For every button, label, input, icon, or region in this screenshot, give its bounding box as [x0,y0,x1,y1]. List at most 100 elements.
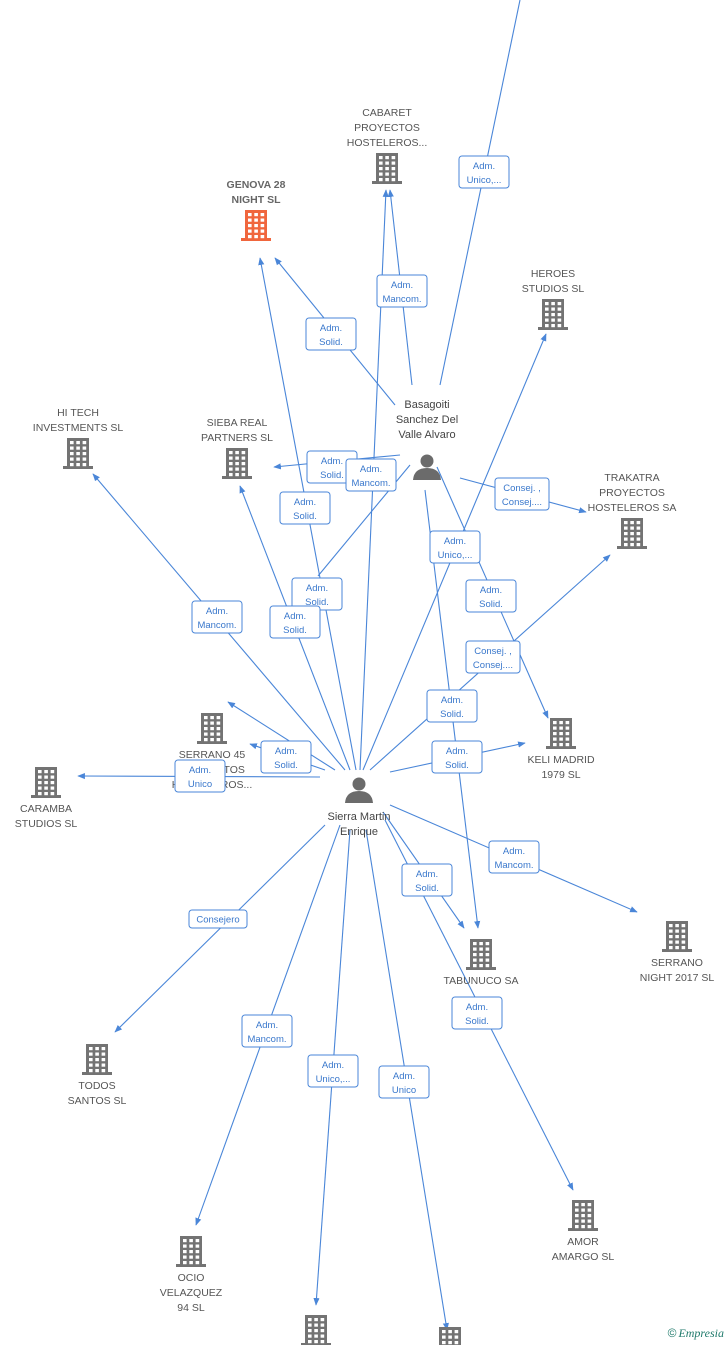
relation-label[interactable]: Adm. Mancom. [376,274,428,308]
relation-label[interactable]: Adm.Solid. [465,579,517,613]
relation-label-text: Adm. [321,456,343,467]
relation-label[interactable]: Adm.Unico [378,1065,430,1099]
relation-label[interactable]: Adm.Mancom. [191,600,243,634]
person-name: Basagoiti [404,399,449,411]
relation-label-text: Unico,... [316,1074,351,1085]
company-node-keli[interactable]: KELI MADRID 1979 SL [527,718,595,781]
relation-label-text: Adm. [503,846,525,857]
person-name: Enrique [340,826,378,838]
relation-label-text: Mancom. [494,860,533,871]
relation-label-text: Adm. [360,464,382,475]
company-name: OCIO [178,1272,205,1284]
company-name: 1979 SL [541,769,580,781]
relation-label[interactable]: Adm.Solid. [269,605,321,639]
building-icon [466,939,496,970]
relation-label[interactable]: Adm. Mancom. [345,458,397,492]
relation-label-text: Solid. [320,470,344,481]
company-name: GENOVA 28 [227,179,286,191]
company-name: NIGHT SL [232,194,282,206]
relation-label-text: Unico,... [467,175,502,186]
relation-label[interactable]: Adm.Solid. [291,577,343,611]
relation-label[interactable]: Adm. Mancom. [488,840,540,874]
relation-label-text: Adm. [466,1002,488,1013]
relation-label-text: Solid. [445,760,469,771]
relation-label[interactable]: Adm. Solid. [305,317,357,351]
company-node-heroes[interactable]: HEROES STUDIOS SL [522,268,585,330]
company-name: SANTOS SL [68,1095,127,1107]
relation-label-text: Consej. , [503,483,541,494]
relation-edge [439,0,521,386]
relation-label-text: Adm. [275,746,297,757]
building-icon [82,1044,112,1075]
brand-name: Empresia [678,1326,724,1340]
building-icon [568,1200,598,1231]
relation-label-text: Adm. [393,1071,415,1082]
company-node-bottom2[interactable] [435,1327,465,1350]
relation-label-text: Solid. [479,599,503,610]
relation-label[interactable]: Adm. Unico,... [458,155,510,189]
relation-label[interactable]: Adm.Solid. [260,740,312,774]
relation-edge [227,701,336,771]
relation-label-text: Adm. [322,1060,344,1071]
relation-label-text: Mancom. [382,294,421,305]
relation-label-text: Adm. [444,536,466,547]
relation-label-text: Solid. [319,337,343,348]
relation-label-text: Adm. [320,323,342,334]
relation-label-text: Adm. [284,611,306,622]
company-name: AMOR [567,1236,599,1248]
relation-label-text: Solid. [293,511,317,522]
company-name: TABUNUCO SA [443,975,518,987]
relation-label[interactable]: Consej. ,Consej.... [465,640,521,674]
company-node-genova[interactable]: GENOVA 28 NIGHT SL [227,179,286,241]
company-name: CARAMBA [20,803,72,815]
company-node-sieba[interactable]: SIEBA REAL PARTNERS SL [201,417,273,479]
building-icon [241,210,271,241]
relation-label[interactable]: Adm. Mancom. [241,1014,293,1048]
relation-label-text: Adm. [256,1020,278,1031]
person-name: Valle Alvaro [398,429,455,441]
company-node-cabaret[interactable]: CABARETPROYECTOSHOSTELEROS... [347,107,428,184]
company-name: KELI MADRID [527,754,595,766]
relation-label[interactable]: Adm.Solid. [451,996,503,1030]
company-name: STUDIOS SL [522,283,585,295]
company-node-bottom1[interactable] [301,1315,331,1346]
relation-label-text: Mancom. [351,478,390,489]
relation-label-text: Adm. [391,280,413,291]
company-name: SERRANO [651,957,703,969]
company-name: TRAKATRA [604,472,659,484]
relation-label-text: Solid. [415,883,439,894]
person-name: Sierra Martin [328,811,391,823]
relation-label-text: Mancom. [197,620,236,631]
company-name: SIEBA REAL [207,417,268,429]
relation-label-text: Adm. [441,695,463,706]
relation-label[interactable]: Consejero [188,909,248,929]
relation-label[interactable]: Adm.Unico,... [429,530,481,564]
copyright-icon: © [667,1326,677,1340]
company-node-tabunuco[interactable]: TABUNUCO SA [443,939,519,987]
relation-label[interactable]: Adm.Solid. [401,863,453,897]
relation-label-text: Mancom. [247,1034,286,1045]
company-name: INVESTMENTS SL [33,422,124,434]
relation-label-text: Solid. [305,597,329,608]
relation-label[interactable]: Adm.Unico [174,759,226,793]
relation-label[interactable]: Adm.Solid. [279,491,331,525]
person-icon [345,777,373,803]
relation-label[interactable]: Adm.Solid. [431,740,483,774]
company-name: PARTNERS SL [201,432,273,444]
relation-label[interactable]: Consej. ,Consej.... [494,477,550,511]
relation-label[interactable]: Adm. Unico,... [307,1054,359,1088]
relation-label[interactable]: Adm.Solid. [426,689,478,723]
company-name: HEROES [531,268,575,280]
company-name: HOSTELEROS SA [588,502,677,514]
relation-label-text: Adm. [473,161,495,172]
